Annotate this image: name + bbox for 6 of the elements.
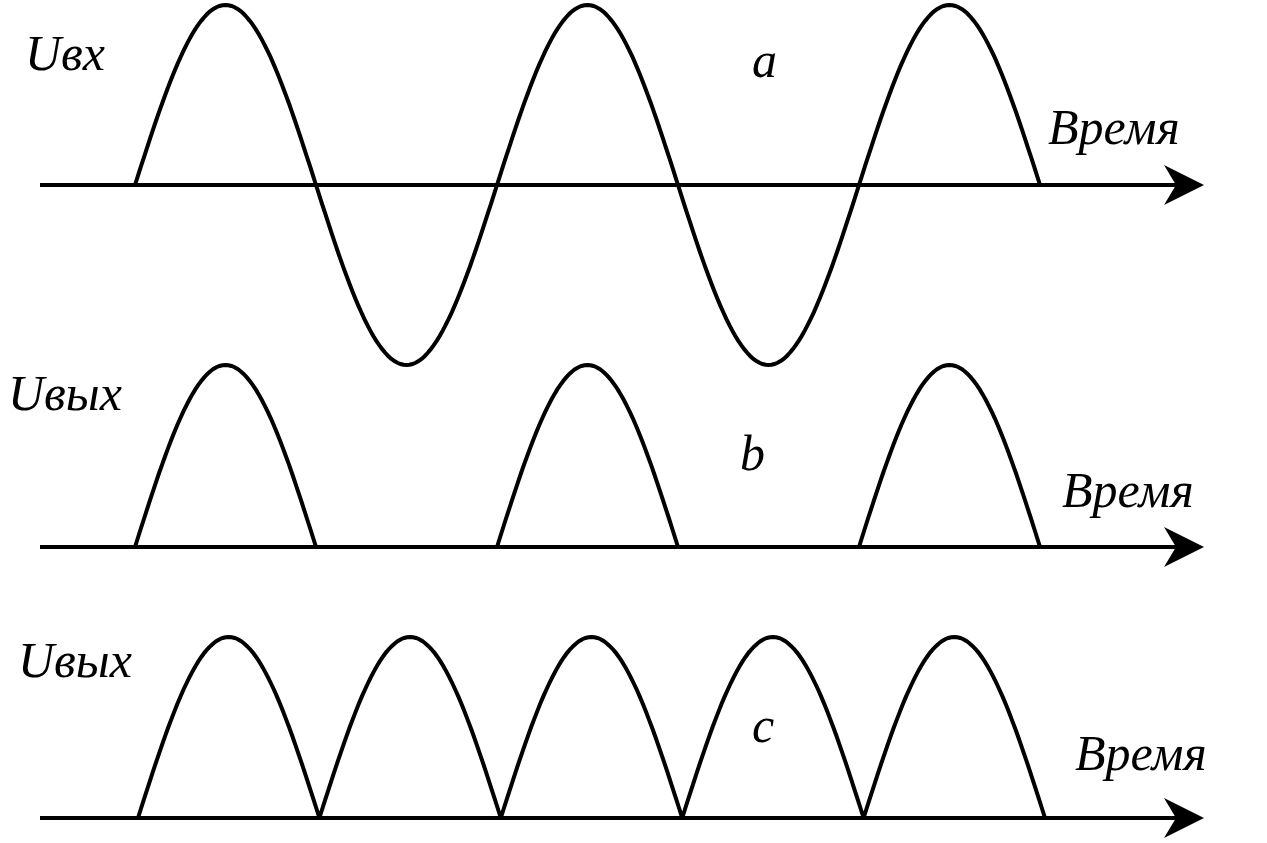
- panel-letter: b: [740, 428, 765, 478]
- axis-label: Uвых: [18, 635, 132, 685]
- axis-label: Uвх: [25, 28, 105, 78]
- axis-label: Uвых: [8, 368, 122, 418]
- panel-letter: c: [752, 700, 775, 750]
- panel-letter: a: [752, 35, 777, 85]
